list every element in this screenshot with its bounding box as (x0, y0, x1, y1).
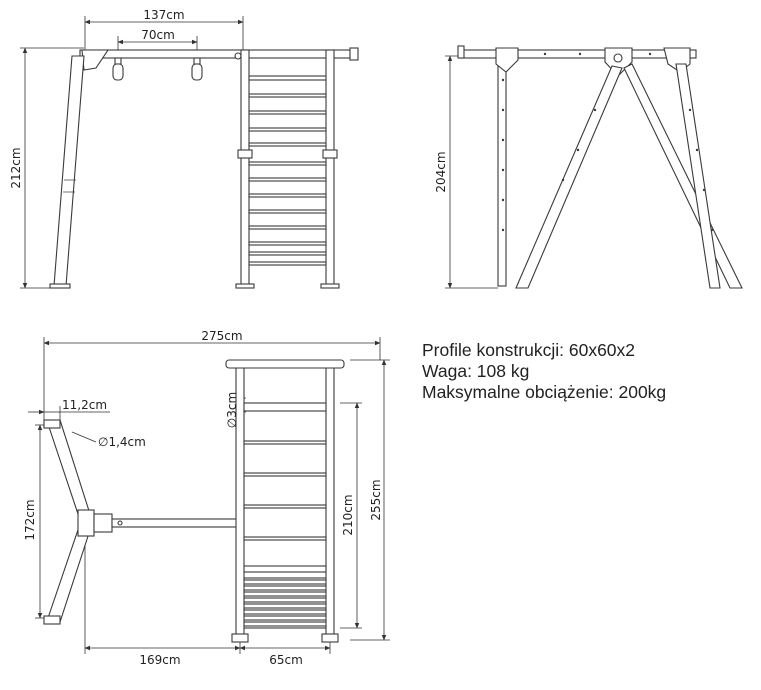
top-dim-tube: 11,2cm (62, 398, 107, 412)
top-rungs (243, 402, 327, 629)
spec-weight: Waga: 108 kg (422, 361, 530, 381)
top-dim-ladder-length: 210cm (341, 494, 355, 535)
swing-hook-right (191, 57, 203, 81)
front-dim-width: 137cm (143, 8, 184, 22)
front-view: 137cm 70cm 212cm (9, 8, 359, 289)
top-dim-rung: ∅3cm (225, 392, 239, 428)
top-dim-a-frame: 172cm (23, 499, 37, 540)
top-dimensions (28, 337, 390, 654)
side-dim-height: 204cm (434, 151, 448, 192)
top-dim-overall: 255cm (369, 479, 383, 520)
swing-hook-left (112, 57, 124, 81)
front-dim-height: 212cm (9, 147, 23, 188)
side-dimensions (445, 55, 498, 289)
front-rungs (248, 75, 327, 266)
specifications: Profile konstrukcji: 60x60x2 Waga: 108 k… (422, 340, 666, 403)
top-dim-hole: ∅1,4cm (98, 435, 146, 449)
top-view: 275cm 11,2cm ∅1,4cm ∅3cm 172cm 210cm 255… (23, 329, 390, 667)
top-dim-total-length: 275cm (201, 329, 242, 343)
spec-profile: Profile konstrukcji: 60x60x2 (422, 340, 636, 360)
top-dim-bar-length: 169cm (139, 653, 180, 667)
front-dimensions (20, 16, 244, 289)
spec-max-load: Maksymalne obciążenie: 200kg (422, 382, 667, 402)
side-rivets (501, 52, 714, 232)
top-dim-ladder-width: 65cm (269, 653, 303, 667)
front-dim-swing-spacing: 70cm (141, 28, 175, 42)
side-view: 204cm (434, 45, 743, 289)
